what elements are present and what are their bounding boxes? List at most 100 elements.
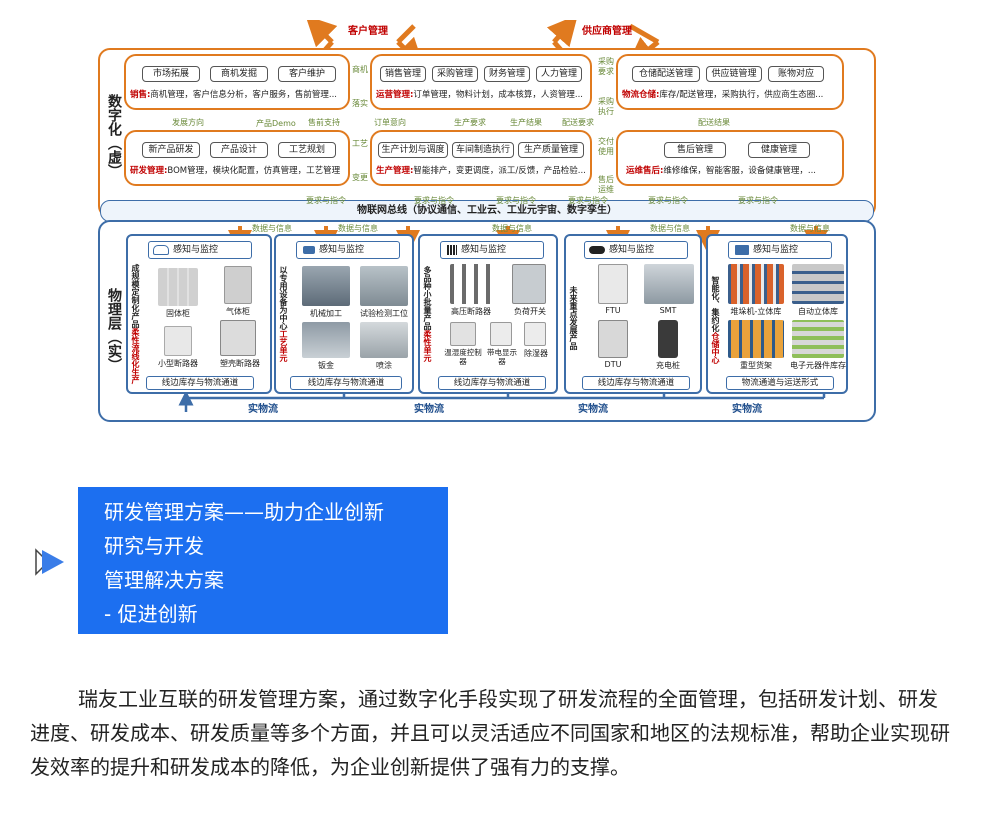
link-change: 变更 (352, 173, 368, 182)
log-btn-warehouse: 仓储配送管理 (632, 66, 700, 82)
phys-col-4-vtext: 未来重点发展产品 (569, 286, 578, 350)
component-store-image (792, 320, 844, 358)
bus-req-3: 要求与指令 (496, 196, 536, 205)
dtu-image (598, 320, 628, 358)
auto-warehouse-image (792, 264, 844, 304)
flow-label-1: 实物流 (248, 404, 278, 415)
link-procure: 采购 (598, 97, 614, 106)
phys-col-5-item-0: 堆垛机-立体库 (730, 307, 782, 316)
rd-btn-process: 工艺规划 (278, 142, 336, 158)
phys-col-2-item-2: 钣金 (318, 361, 334, 370)
qrcode-icon (447, 245, 457, 255)
phys-col-5: 感知与监控 智能化、集约化仓储中心 堆垛机-立体库 自动立体库 重型货架 电子元… (706, 234, 848, 394)
flow-label-3: 实物流 (578, 404, 608, 415)
bus-info-5: 数据与信息 (790, 224, 830, 233)
vr-glasses-icon (589, 246, 605, 254)
dehumidifier-image (524, 322, 546, 346)
phys-col-1-item-2: 小型断路器 (158, 359, 198, 368)
phys-col-5-item-3: 电子元器件库存 (790, 361, 846, 370)
callout-line-3: 管理解决方案 (104, 568, 224, 592)
phys-col-4-item-0: FTU (605, 306, 621, 315)
phys-col-3-sense: 感知与监控 (440, 241, 544, 259)
prod-btn-mes: 车间制造执行 (452, 142, 514, 158)
bus-req-5: 要求与指令 (648, 196, 688, 205)
callout-line-4: - 促进创新 (104, 602, 198, 626)
solution-callout: 研发管理方案——助力企业创新 研究与开发 管理解决方案 - 促进创新 (78, 487, 448, 634)
link-exec: 执行 (598, 107, 614, 116)
log-btn-account: 账物对应 (768, 66, 824, 82)
sales-btn-opportunity: 商机发掘 (210, 66, 268, 82)
bus-req-2: 要求与指令 (414, 196, 454, 205)
ops-btn-finance: 财务管理 (484, 66, 530, 82)
rd-btn-design: 产品设计 (210, 142, 268, 158)
link-craft: 工艺 (352, 139, 368, 148)
callout-line-1: 研发管理方案——助力企业创新 (104, 500, 384, 524)
phys-col-3: 感知与监控 多品种小批量产品柔性单元 高压断路器 负荷开关 温湿度控制器 带电显… (418, 234, 558, 394)
production-system: 生产计划与调度 车间制造执行 生产质量管理 生产管理:智能排产，变更调度，派工/… (370, 130, 592, 186)
link-req: 要求 (598, 67, 614, 76)
supplier-management-label: 供应商管理 (582, 26, 632, 37)
physical-layer-label: 物理层（实） (106, 288, 122, 372)
bus-info-1: 数据与信息 (252, 224, 292, 233)
machining-image (302, 266, 350, 306)
load-switch-image (512, 264, 546, 304)
camera-icon (303, 246, 315, 254)
prod-btn-quality: 生产质量管理 (518, 142, 584, 158)
phys-col-1-foot: 线边库存与物流通道 (146, 376, 254, 390)
link-demo: 产品Demo (256, 119, 296, 128)
after-btn-health: 健康管理 (748, 142, 810, 158)
phys-col-4: 感知与监控 未来重点发展产品 FTU SMT DTU 充电桩 线边库存与物流通道 (564, 234, 702, 394)
bus-req-4: 要求与指令 (568, 196, 608, 205)
phys-col-3-item-2: 温湿度控制器 (444, 348, 482, 366)
phys-col-4-item-1: SMT (659, 306, 677, 315)
play-arrow-icon (35, 548, 64, 576)
physical-layer-frame (98, 220, 876, 422)
spray-image (360, 322, 408, 358)
test-station-image (360, 266, 408, 306)
sales-btn-market: 市场拓展 (142, 66, 200, 82)
description-paragraph: 瑞友工业互联的研发管理方案，通过数字化手段实现了研发流程的全面管理，包括研发计划… (30, 687, 950, 779)
live-indicator-image (490, 322, 512, 346)
ops-desc: 运营管理:订单管理，物料计划，成本核算，人资管理... (376, 90, 584, 100)
link-dev-dir: 发展方向 (172, 118, 204, 127)
prod-desc: 生产管理:智能排产，变更调度，派工/反馈，产品检验... (376, 166, 586, 176)
link-ship-req: 配送要求 (562, 118, 594, 127)
phys-col-4-sense: 感知与监控 (584, 241, 688, 259)
prod-btn-plan: 生产计划与调度 (378, 142, 448, 158)
wifi-icon (153, 245, 169, 255)
hv-breaker-image (450, 264, 492, 304)
phys-col-1: 感知与监控 成规模定制化产品柔性流线化生产 固体柜 气体柜 小型断路器 塑壳断路… (126, 234, 272, 394)
phys-col-4-item-2: DTU (604, 360, 622, 369)
customer-management-label: 客户管理 (348, 26, 388, 37)
sales-btn-customer: 客户维护 (278, 66, 336, 82)
phys-col-1-item-3: 塑壳断路器 (220, 359, 260, 368)
sales-system: 市场拓展 商机发掘 客户维护 销售:商机管理，客户信息分析，客户服务，售前管理.… (124, 54, 350, 110)
phys-col-3-vtext: 多品种小批量产品柔性单元 (423, 266, 432, 362)
flow-label-4: 实物流 (732, 404, 762, 415)
phys-col-3-foot: 线边库存与物流通道 (438, 376, 546, 390)
callout-line-2: 研究与开发 (104, 534, 204, 558)
bus-info-3: 数据与信息 (492, 224, 532, 233)
phys-col-5-foot: 物流通道与运送形式 (726, 376, 834, 390)
after-desc: 运维售后:维修维保，智能客服，设备健康管理，... (626, 166, 817, 176)
link-prod-res: 生产结果 (510, 118, 542, 127)
rd-btn-newproduct: 新产品研发 (142, 142, 200, 158)
rd-desc: 研发管理:BOM管理，模块化配置，仿真管理，工艺管理 (130, 166, 341, 176)
bus-req-1: 要求与指令 (306, 196, 346, 205)
phys-col-2-item-1: 试验检测工位 (360, 309, 408, 318)
architecture-diagram: 客户管理 供应商管理 数字化（虚） 市场拓展 商机发掘 客户维护 销售:商机管理… (98, 20, 876, 422)
log-btn-supplychain: 供应链管理 (706, 66, 762, 82)
ops-btn-hr: 人力管理 (536, 66, 582, 82)
phys-col-2: 感知与监控 以专用设备为中心工艺单元 机械加工 试验检测工位 钣金 喷涂 线边库… (274, 234, 414, 394)
stacker-image (728, 264, 784, 304)
phys-col-5-item-2: 重型货架 (740, 361, 772, 370)
smt-image (644, 264, 694, 304)
link-use: 使用 (598, 147, 614, 156)
sales-desc: 销售:商机管理，客户信息分析，客户服务，售前管理... (130, 90, 338, 100)
link-ship-res: 配送结果 (698, 118, 730, 127)
sheetmetal-image (302, 322, 350, 358)
charger-image (658, 320, 678, 358)
phys-col-2-item-0: 机械加工 (310, 309, 342, 318)
flow-label-2: 实物流 (414, 404, 444, 415)
phys-col-2-foot: 线边库存与物流通道 (290, 376, 402, 390)
